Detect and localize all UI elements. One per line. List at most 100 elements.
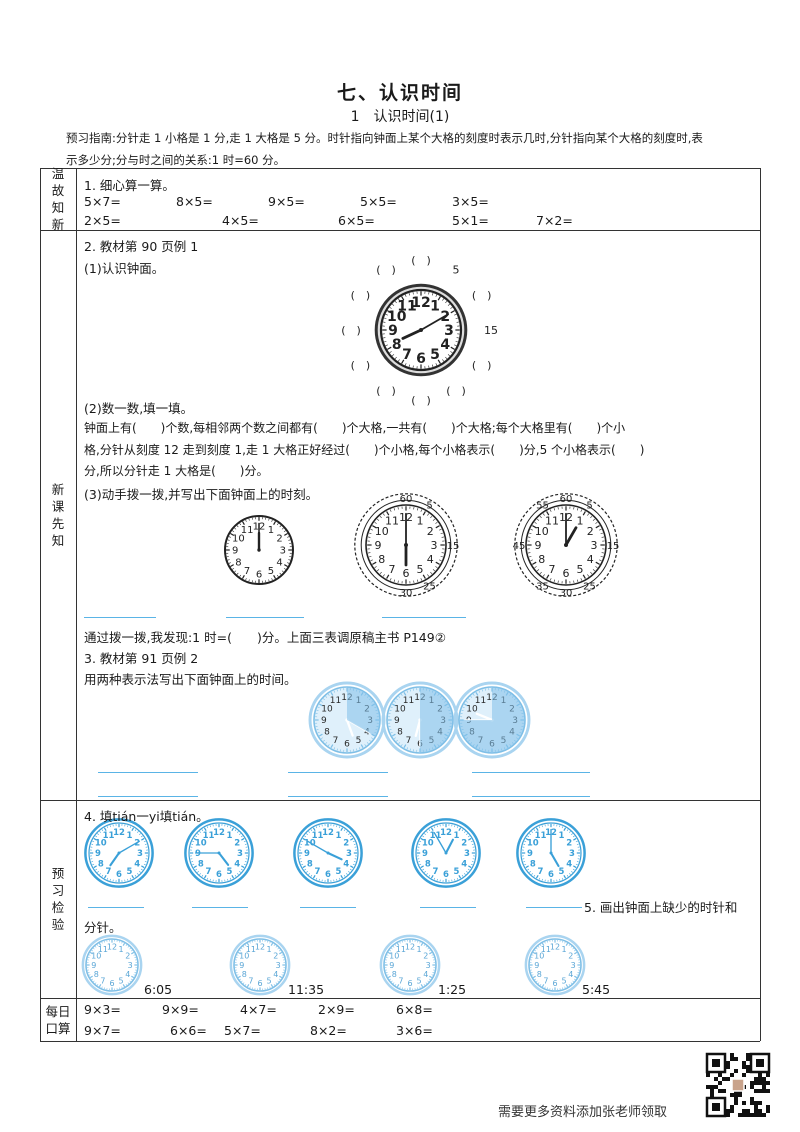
- clock-tick: [278, 978, 281, 981]
- clock-tick: [466, 871, 468, 873]
- answer-line[interactable]: [300, 907, 356, 908]
- clock-number: 9: [422, 849, 428, 859]
- clock-number: 9: [239, 961, 244, 970]
- clock-number: 12: [411, 295, 430, 311]
- clock-tick: [420, 865, 424, 869]
- clock-tick: [425, 946, 428, 948]
- clock-tick: [346, 873, 348, 875]
- clock-tick: [95, 868, 98, 871]
- answer-line[interactable]: [472, 772, 590, 773]
- clock-tick: [389, 578, 392, 581]
- clock-tick: [199, 831, 201, 833]
- answer-line[interactable]: [420, 907, 476, 908]
- clock-number: 6: [325, 870, 331, 880]
- clock-number: 5: [501, 736, 507, 746]
- answer-line[interactable]: [84, 617, 156, 618]
- clock-tick: [529, 833, 531, 835]
- qr-module: [766, 1081, 770, 1085]
- clock-tick: [245, 519, 247, 522]
- clock-tick: [131, 827, 135, 831]
- minute-label: 60: [400, 494, 413, 505]
- clock-tick: [317, 706, 320, 709]
- clock-tick: [327, 744, 330, 747]
- answer-line[interactable]: [88, 907, 144, 908]
- clock-tick: [444, 737, 447, 740]
- clock-tick: [327, 693, 330, 696]
- clock-tick: [595, 525, 600, 529]
- answer-line[interactable]: [382, 617, 466, 618]
- clock-number: 6: [489, 739, 495, 749]
- clock-number: 1: [268, 525, 274, 536]
- clock-tick: [386, 954, 389, 956]
- clock-number: 6: [109, 979, 114, 988]
- outer-label: 15: [484, 324, 498, 337]
- qr-finder: [705, 1096, 727, 1118]
- clock-tick: [201, 874, 204, 877]
- answer-line[interactable]: [472, 796, 590, 797]
- answer-line[interactable]: [288, 772, 388, 773]
- clock-number: 5: [227, 867, 233, 877]
- clock-tick: [532, 525, 537, 529]
- clock-tick: [375, 728, 378, 731]
- clock-tick: [425, 982, 428, 984]
- clock-tick: [549, 509, 552, 512]
- clock-tick: [384, 317, 387, 320]
- qr-module: [758, 1113, 762, 1117]
- clock-number: 11: [397, 299, 416, 315]
- clock-tick: [454, 825, 456, 828]
- clock-tick: [516, 737, 519, 740]
- clock-tick: [318, 703, 323, 707]
- clock-tick: [568, 944, 571, 947]
- clock-tick: [409, 689, 412, 692]
- clock-tick: [433, 877, 436, 880]
- qr-module: [742, 1113, 746, 1117]
- clock-tick: [401, 359, 405, 364]
- answer-line[interactable]: [288, 796, 388, 797]
- answer-line[interactable]: [98, 796, 198, 797]
- clock-tick: [514, 739, 516, 742]
- outer-label: ( ): [472, 289, 492, 302]
- clock-number: 2: [437, 705, 443, 715]
- clock-tick: [246, 984, 250, 988]
- clock-tick: [426, 831, 428, 833]
- answer-line[interactable]: [226, 617, 304, 618]
- clock-tick: [281, 954, 284, 956]
- clock-tick: [532, 561, 537, 565]
- clock-tick: [420, 984, 424, 988]
- answer-line[interactable]: [526, 907, 582, 908]
- clock-tick: [234, 829, 237, 832]
- clock-number: 1: [454, 831, 460, 841]
- clock-number: 2: [273, 952, 278, 961]
- clock-rim: [85, 938, 139, 992]
- clock-tick: [535, 875, 539, 879]
- clock-tick: [109, 825, 111, 828]
- clock-number: 4: [364, 728, 370, 738]
- clock-tick: [366, 696, 369, 698]
- clock-tick: [88, 974, 91, 976]
- clock-tick: [546, 574, 550, 579]
- clock-tick: [472, 744, 475, 747]
- qr-module: [754, 1109, 758, 1113]
- clock-tick: [106, 826, 109, 829]
- clock-tick: [193, 837, 197, 841]
- clock-tick: [439, 528, 442, 531]
- clock-tick: [390, 706, 393, 709]
- clock-tick: [281, 527, 284, 530]
- qr-module: [722, 1089, 726, 1093]
- qr-module: [750, 1081, 754, 1085]
- answer-line[interactable]: [98, 772, 198, 773]
- clock-number: 7: [333, 736, 339, 746]
- answer-line[interactable]: [192, 907, 248, 908]
- outer-label: ( ): [376, 263, 396, 276]
- clock-tick: [397, 359, 400, 362]
- clock-tick: [429, 975, 433, 979]
- clock-outer-ring: [374, 283, 468, 377]
- clock-number: 1: [430, 299, 440, 315]
- clock-tick: [435, 561, 440, 565]
- clock-tick: [539, 983, 542, 986]
- clock-tick: [371, 733, 376, 737]
- clock-tick: [424, 833, 426, 835]
- clock-number: 9: [91, 961, 96, 970]
